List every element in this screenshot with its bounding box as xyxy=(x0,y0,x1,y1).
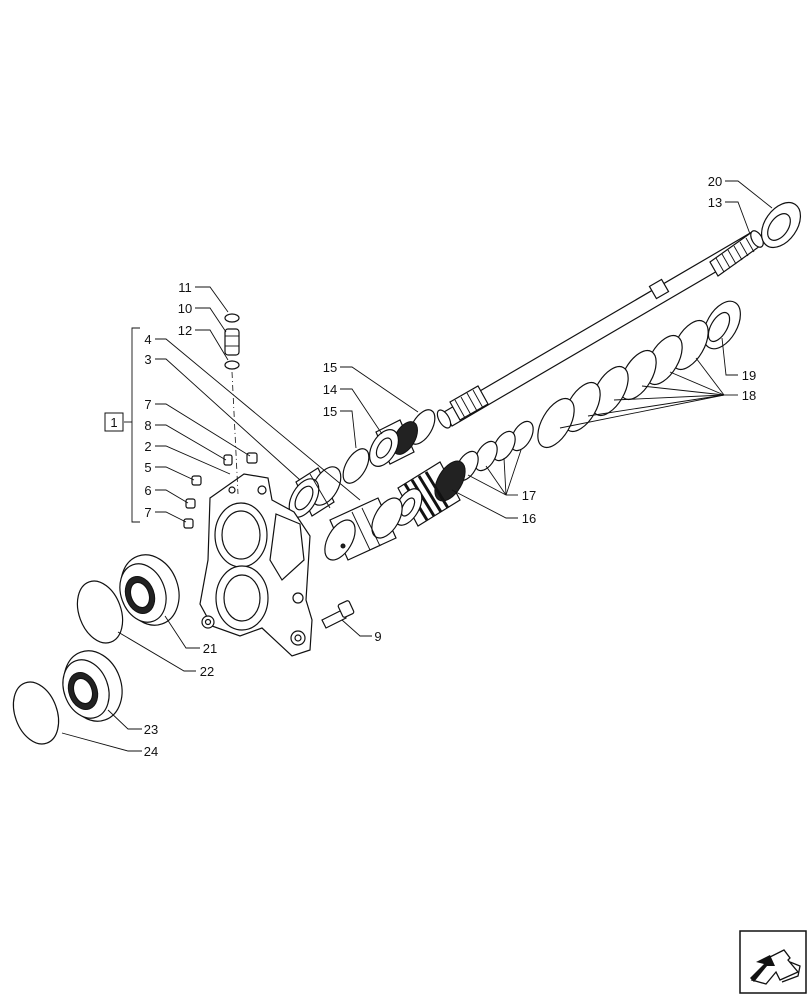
callout-4: 4 xyxy=(144,332,151,347)
callout-box-1 xyxy=(104,412,124,432)
callout-7-top: 7 xyxy=(144,397,151,412)
shaft-13 xyxy=(436,230,764,429)
circlip-22 xyxy=(76,580,124,644)
callout-13: 13 xyxy=(708,195,722,210)
ring-15-lower xyxy=(342,448,370,484)
piston-16 xyxy=(393,460,466,527)
callout-23: 23 xyxy=(144,722,158,737)
bearing-21 xyxy=(119,554,180,626)
callout-15-upper: 15 xyxy=(323,360,337,375)
callout-18: 18 xyxy=(742,388,756,403)
callout-24: 24 xyxy=(144,744,158,759)
bearing-23 xyxy=(62,650,123,722)
housing xyxy=(199,473,313,657)
callout-8: 8 xyxy=(144,418,151,433)
plug-2 xyxy=(223,454,233,466)
sleeve-4 xyxy=(324,497,403,561)
callout-labels: 1 2 3 4 5 6 7 7 8 9 10 11 12 13 14 15 15… xyxy=(110,174,756,759)
screw-6 xyxy=(185,498,196,509)
callout-22: 22 xyxy=(200,664,214,679)
callout-2: 2 xyxy=(144,439,151,454)
group-bracket xyxy=(104,327,140,523)
callout-3: 3 xyxy=(144,352,151,367)
callout-14: 14 xyxy=(323,382,337,397)
callout-9: 9 xyxy=(374,629,381,644)
bush-3 xyxy=(288,466,342,518)
circlip-24 xyxy=(12,681,60,745)
callout-20: 20 xyxy=(708,174,722,189)
callout-1: 1 xyxy=(110,415,117,430)
callout-21: 21 xyxy=(203,641,217,656)
plug-5 xyxy=(191,475,202,486)
discs-18 xyxy=(537,319,709,449)
callout-10: 10 xyxy=(178,301,192,316)
o-ring-11 xyxy=(224,313,240,323)
leader-lines xyxy=(61,180,773,752)
arrow-navigation-icon xyxy=(739,930,807,994)
callout-12: 12 xyxy=(178,323,192,338)
fitting-10 xyxy=(224,328,240,356)
seal-19 xyxy=(703,300,741,350)
callout-16: 16 xyxy=(522,511,536,526)
axis-line xyxy=(231,371,239,495)
o-ring-12 xyxy=(224,360,240,370)
callout-11: 11 xyxy=(178,280,192,295)
plug-7 xyxy=(183,518,194,529)
callout-6: 6 xyxy=(144,483,151,498)
callout-5: 5 xyxy=(144,460,151,475)
callout-19: 19 xyxy=(742,368,756,383)
callout-15-lower: 15 xyxy=(323,404,337,419)
carrier-14 xyxy=(368,419,418,467)
callout-7-bottom: 7 xyxy=(144,505,151,520)
bearing-20 xyxy=(760,201,802,249)
bolt-9 xyxy=(321,600,355,629)
plug-8 xyxy=(246,452,258,464)
callout-17: 17 xyxy=(522,488,536,503)
